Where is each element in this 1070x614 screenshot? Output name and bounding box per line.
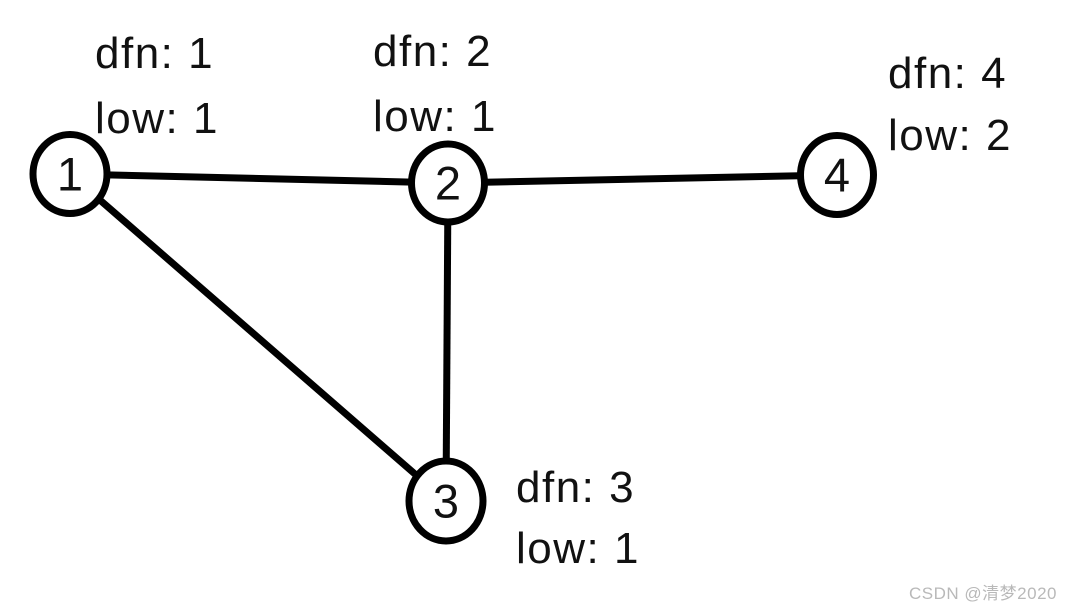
edge-1-2 xyxy=(69,170,449,187)
node-1-annotation-line-1: dfn: 1 xyxy=(95,29,214,78)
edge-2-4 xyxy=(447,171,838,187)
node-label-3: 3 xyxy=(433,475,459,528)
node-circle-3 xyxy=(405,457,487,545)
node-circle-2 xyxy=(408,140,488,226)
node-label-2: 2 xyxy=(435,157,461,210)
node-1-annotation-line-2: low: 1 xyxy=(95,94,219,143)
node-2-annotation-line-1: dfn: 2 xyxy=(373,27,492,76)
node-label-1: 1 xyxy=(57,148,83,201)
node-circle-4 xyxy=(797,132,877,218)
node-circle-1 xyxy=(29,131,111,217)
node-2-annotation-line-2: low: 1 xyxy=(373,92,497,141)
graph-node-3: 3 xyxy=(405,457,487,545)
graph-node-2: 2 xyxy=(408,140,488,226)
edge-1-3 xyxy=(67,171,449,504)
node-label-4: 4 xyxy=(824,149,850,202)
edge-2-3 xyxy=(442,182,452,502)
watermark-text: CSDN @清梦2020 xyxy=(909,584,1057,603)
node-4-annotation-line-1: dfn: 4 xyxy=(888,49,1007,98)
node-3-annotation-line-2: low: 1 xyxy=(516,524,640,573)
node-3-annotation-line-1: dfn: 3 xyxy=(516,463,635,512)
graph-node-1: 1 xyxy=(29,131,111,217)
node-4-annotation-line-2: low: 2 xyxy=(888,111,1012,160)
graph-node-4: 4 xyxy=(797,132,877,218)
